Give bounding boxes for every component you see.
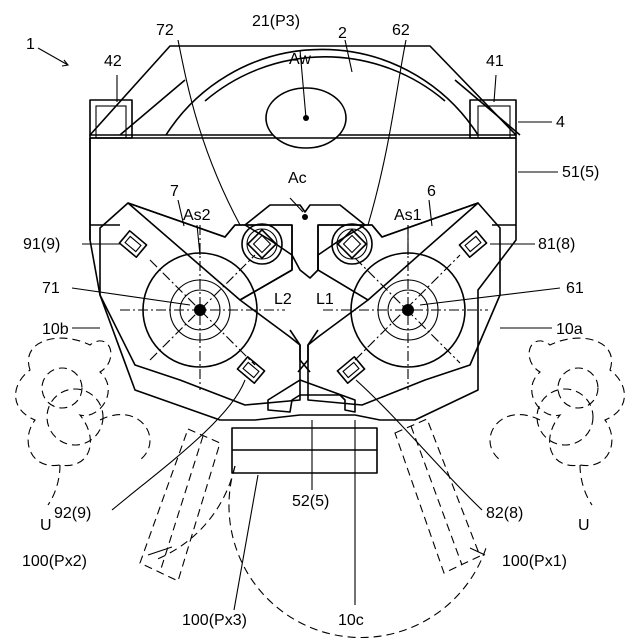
label-as2: As2 <box>183 207 211 224</box>
bracket-42 <box>90 100 132 138</box>
label-42: 42 <box>104 53 122 70</box>
label-4: 4 <box>556 114 565 131</box>
joint-72 <box>242 224 282 264</box>
hinge-81 <box>459 231 486 257</box>
label-u-right: U <box>578 517 590 534</box>
label-92: 92(9) <box>54 505 91 522</box>
sector-arc-left <box>155 466 235 560</box>
label-ac: Ac <box>288 170 307 187</box>
label-1: 1 <box>26 36 35 53</box>
point-ac <box>302 214 308 220</box>
rail-px2 <box>140 429 220 581</box>
label-91: 91(9) <box>23 236 60 253</box>
label-72: 72 <box>156 22 174 39</box>
hinge-92 <box>237 357 264 383</box>
label-px1: 100(Px1) <box>502 553 567 570</box>
label-7: 7 <box>170 183 179 200</box>
label-41: 41 <box>486 53 504 70</box>
label-px2: 100(Px2) <box>22 553 87 570</box>
label-61: 61 <box>566 280 584 297</box>
label-as1: As1 <box>394 207 422 224</box>
label-2: 2 <box>338 25 347 42</box>
label-u-left: U <box>40 517 52 534</box>
carrier-right <box>490 338 624 505</box>
label-l2: L2 <box>274 291 292 308</box>
label-71: 71 <box>42 280 60 297</box>
label-21: 21(P3) <box>252 13 300 30</box>
label-81: 81(8) <box>538 236 575 253</box>
label-aw: Aw <box>289 51 311 68</box>
unit-6 <box>308 203 500 405</box>
hinge-91 <box>119 231 146 257</box>
label-82: 82(8) <box>486 505 523 522</box>
label-l1: L1 <box>316 291 334 308</box>
label-6: 6 <box>427 183 436 200</box>
arm-sectors <box>140 419 487 638</box>
label-62: 62 <box>392 22 410 39</box>
label-52: 52(5) <box>292 493 329 510</box>
label-px3: 100(Px3) <box>182 612 247 629</box>
label-10c: 10c <box>338 612 364 629</box>
label-10b: 10b <box>42 321 69 338</box>
label-51: 51(5) <box>562 164 599 181</box>
joint-62 <box>332 224 372 264</box>
carrier-left <box>16 338 150 505</box>
label-10a: 10a <box>556 321 583 338</box>
hinge-82 <box>337 357 364 383</box>
